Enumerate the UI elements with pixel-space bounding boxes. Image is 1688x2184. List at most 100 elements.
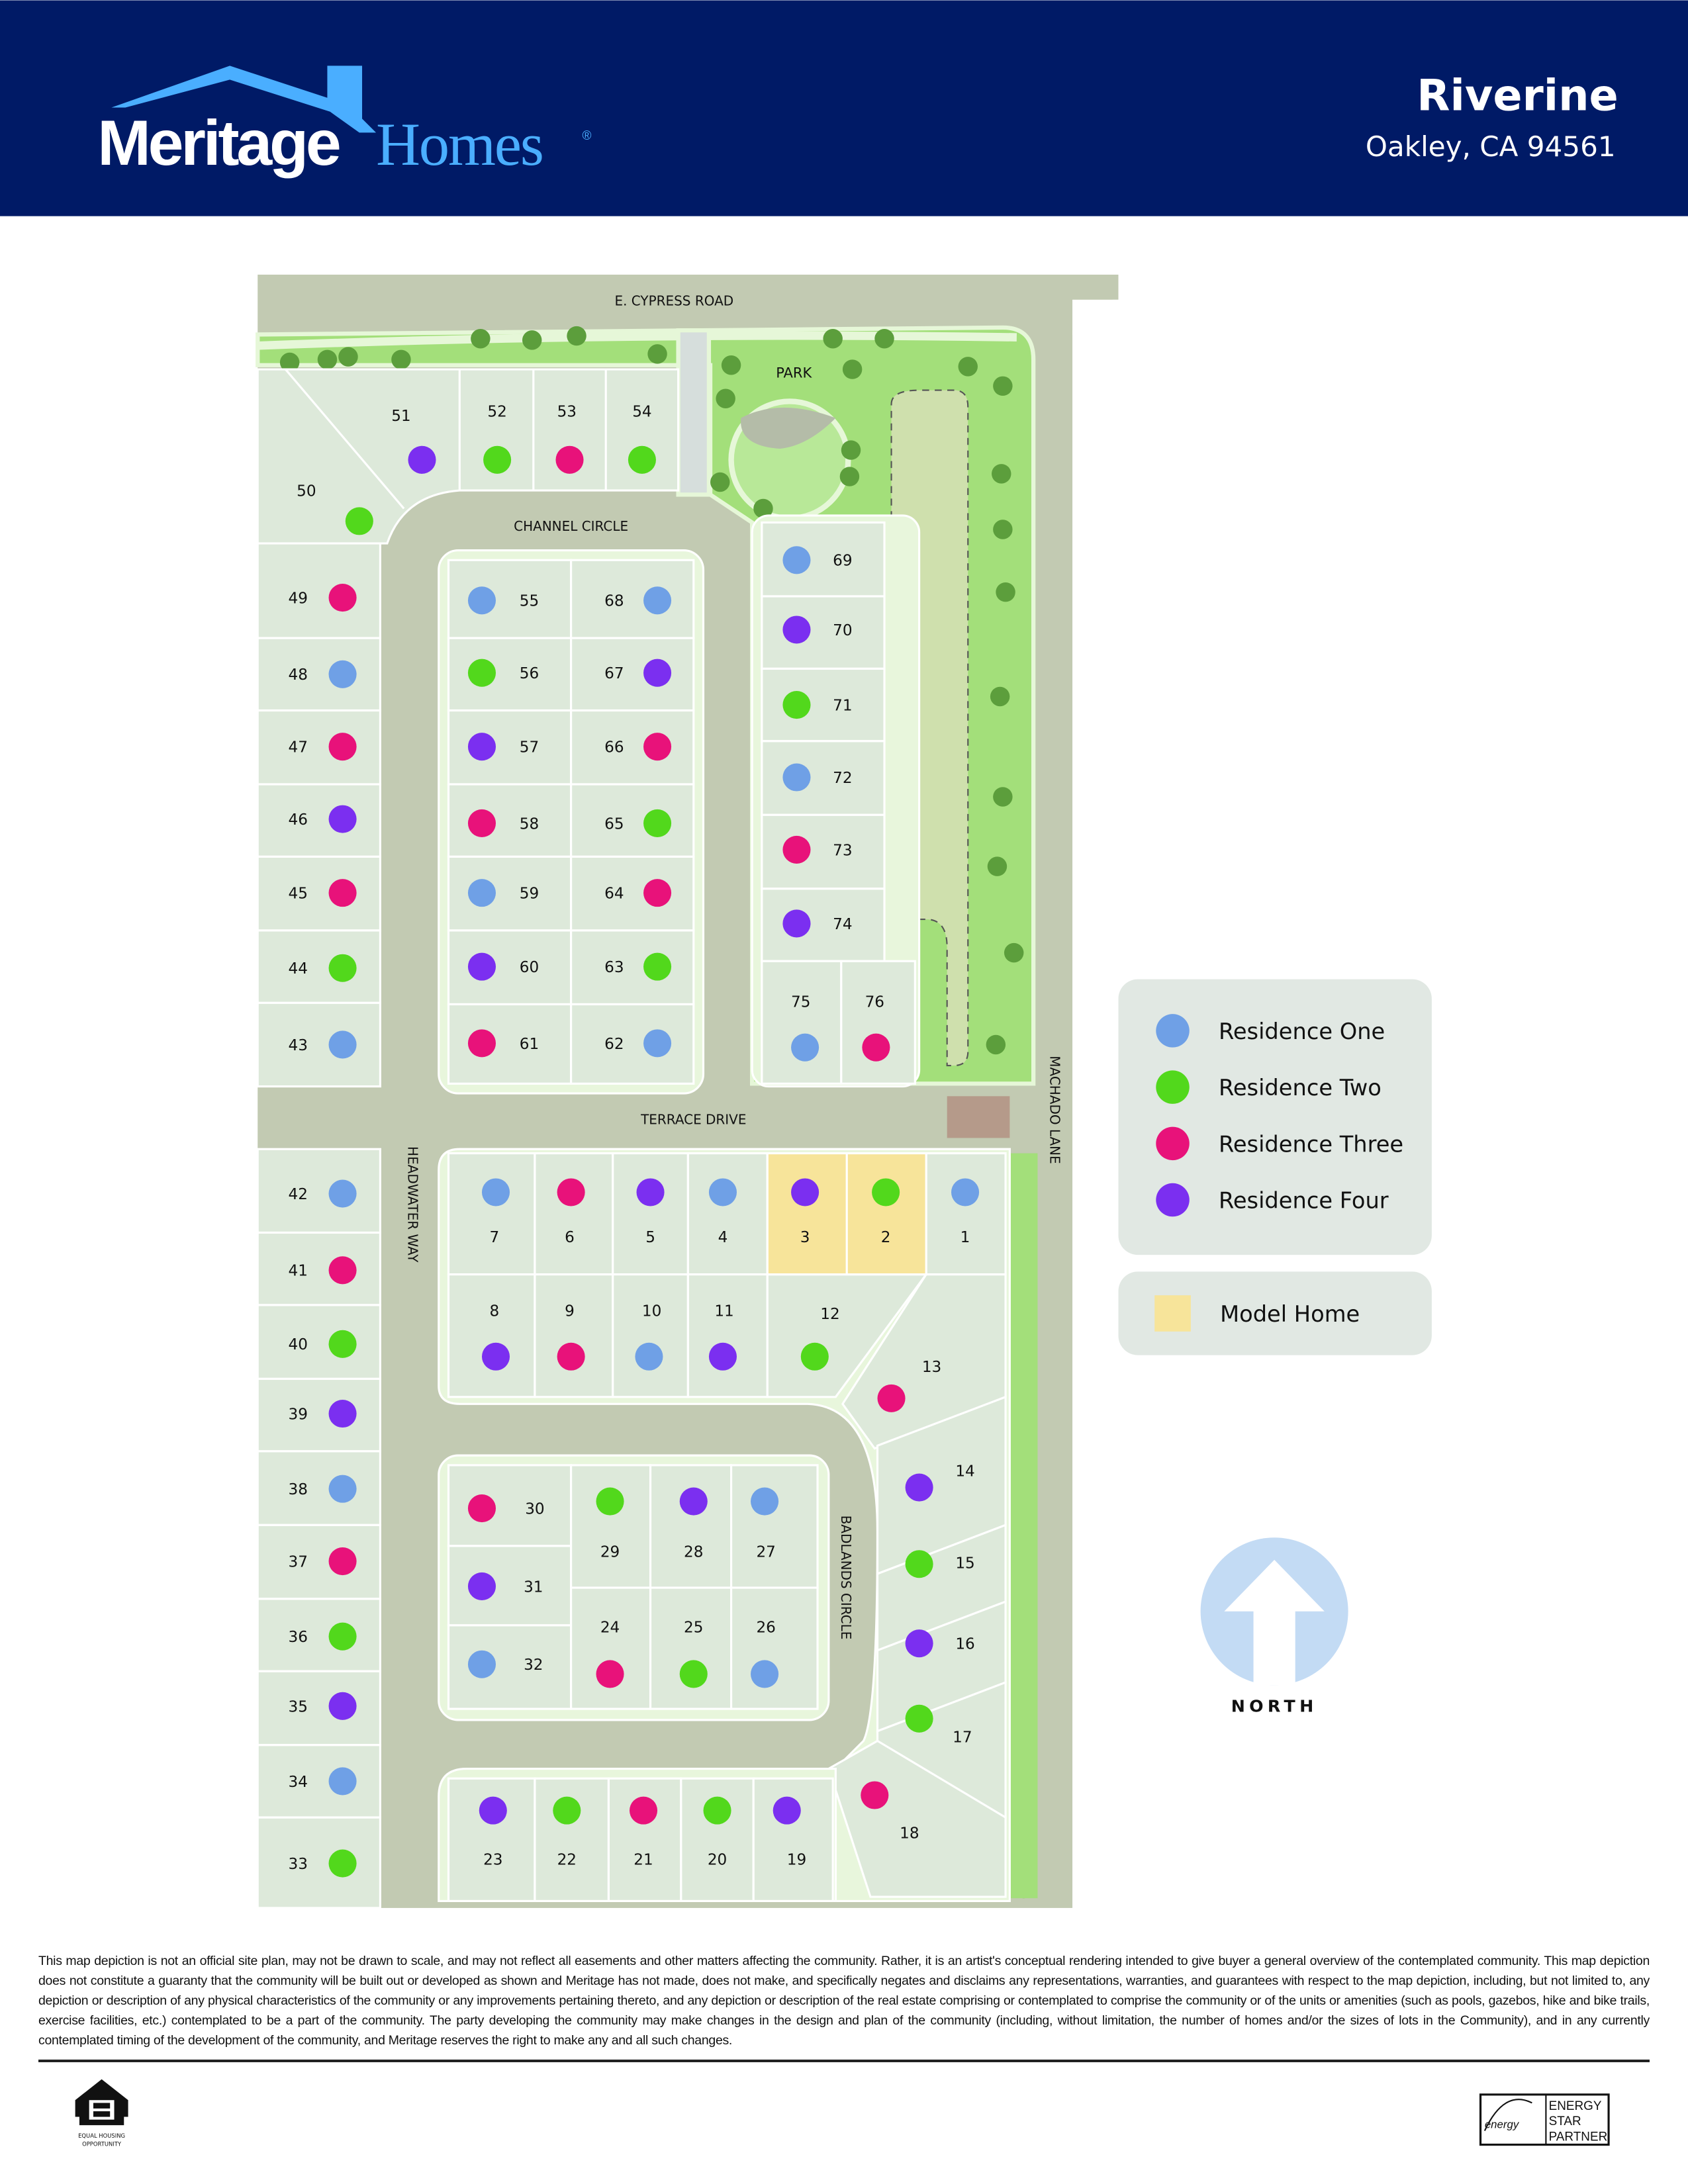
lot-marker-residence-two[interactable] — [328, 1622, 357, 1651]
lot-57[interactable]: 57 — [467, 733, 539, 761]
lot-marker-residence-two[interactable] — [328, 954, 357, 982]
lot-4[interactable]: 4 — [708, 1178, 737, 1246]
lot-marker-residence-four[interactable] — [905, 1473, 933, 1502]
lot-marker-residence-one[interactable] — [635, 1342, 663, 1371]
lot-marker-residence-two[interactable] — [800, 1342, 829, 1371]
lot-59[interactable]: 59 — [467, 879, 539, 907]
lot-marker-residence-one[interactable] — [708, 1178, 737, 1206]
lot-48[interactable]: 48 — [289, 660, 357, 688]
lot-marker-residence-three[interactable] — [877, 1384, 906, 1412]
lot-32[interactable]: 32 — [467, 1650, 543, 1678]
lot-marker-residence-three[interactable] — [557, 1178, 585, 1206]
lot-44[interactable]: 44 — [289, 954, 357, 982]
lot-marker-residence-two[interactable] — [628, 445, 656, 474]
lot-marker-residence-four[interactable] — [408, 445, 436, 474]
lot-marker-residence-three[interactable] — [643, 879, 672, 907]
lot-60[interactable]: 60 — [467, 952, 539, 981]
lot-marker-residence-two[interactable] — [905, 1704, 933, 1733]
lot-marker-residence-three[interactable] — [861, 1781, 889, 1809]
lot-69[interactable]: 69 — [782, 546, 853, 574]
lot-marker-residence-four[interactable] — [643, 659, 672, 687]
lot-29[interactable]: 29 — [596, 1487, 624, 1561]
lot-marker-residence-three[interactable] — [467, 1029, 496, 1058]
lot-marker-residence-four[interactable] — [791, 1178, 820, 1206]
lot-marker-residence-three[interactable] — [328, 733, 357, 761]
lot-35[interactable]: 35 — [289, 1692, 357, 1720]
lot-marker-residence-two[interactable] — [782, 691, 811, 719]
lot-13[interactable]: 13 — [877, 1359, 941, 1412]
lot-14[interactable]: 14 — [905, 1463, 975, 1502]
lot-50[interactable]: 50 — [297, 483, 373, 535]
lot-58[interactable]: 58 — [467, 809, 539, 837]
lot-49[interactable]: 49 — [289, 584, 357, 612]
lot-52[interactable]: 52 — [483, 404, 512, 474]
lot-76[interactable]: 76 — [862, 994, 890, 1062]
lot-marker-residence-one[interactable] — [643, 586, 672, 615]
lot-2[interactable]: 2 — [872, 1178, 900, 1246]
lot-62[interactable]: 62 — [604, 1029, 672, 1058]
lot-67[interactable]: 67 — [604, 659, 672, 687]
lot-marker-residence-four[interactable] — [328, 1399, 357, 1428]
lot-12[interactable]: 12 — [800, 1306, 840, 1371]
lot-40[interactable]: 40 — [289, 1330, 357, 1358]
lot-47[interactable]: 47 — [289, 733, 357, 761]
lot-51[interactable]: 51 — [391, 408, 436, 474]
lot-marker-residence-one[interactable] — [782, 546, 811, 574]
lot-18[interactable]: 18 — [861, 1781, 919, 1843]
lot-marker-residence-one[interactable] — [791, 1033, 820, 1062]
lot-marker-residence-three[interactable] — [557, 1342, 585, 1371]
lot-24[interactable]: 24 — [596, 1619, 624, 1688]
lot-marker-residence-two[interactable] — [679, 1660, 708, 1688]
lot-marker-residence-four[interactable] — [773, 1796, 801, 1825]
lot-marker-residence-three[interactable] — [643, 733, 672, 761]
lot-marker-residence-two[interactable] — [553, 1796, 581, 1825]
lot-marker-residence-one[interactable] — [328, 1767, 357, 1796]
lot-marker-residence-one[interactable] — [328, 660, 357, 688]
lot-26[interactable]: 26 — [751, 1619, 779, 1688]
lot-73[interactable]: 73 — [782, 835, 853, 864]
lot-9[interactable]: 9 — [557, 1303, 585, 1371]
lot-marker-residence-two[interactable] — [872, 1178, 900, 1206]
lot-marker-residence-three[interactable] — [555, 445, 584, 474]
lot-54[interactable]: 54 — [628, 404, 656, 474]
lot-3[interactable]: 3 — [791, 1178, 820, 1246]
lot-marker-residence-three[interactable] — [328, 1547, 357, 1576]
lot-marker-residence-three[interactable] — [467, 809, 496, 837]
lot-45[interactable]: 45 — [289, 879, 357, 907]
lot-marker-residence-one[interactable] — [751, 1487, 779, 1516]
lot-marker-residence-one[interactable] — [467, 1650, 496, 1678]
lot-marker-residence-four[interactable] — [905, 1629, 933, 1658]
lot-marker-residence-four[interactable] — [481, 1342, 510, 1371]
lot-marker-residence-four[interactable] — [636, 1178, 665, 1206]
lot-marker-residence-three[interactable] — [862, 1033, 890, 1062]
lot-65[interactable]: 65 — [604, 809, 672, 837]
lot-marker-residence-two[interactable] — [643, 952, 672, 981]
lot-68[interactable]: 68 — [604, 586, 672, 615]
lot-36[interactable]: 36 — [289, 1622, 357, 1651]
lot-8[interactable]: 8 — [481, 1303, 510, 1371]
lot-1[interactable]: 1 — [951, 1178, 980, 1246]
lot-marker-residence-four[interactable] — [467, 733, 496, 761]
lot-marker-residence-three[interactable] — [328, 879, 357, 907]
lot-marker-residence-three[interactable] — [328, 1256, 357, 1285]
lot-marker-residence-four[interactable] — [467, 952, 496, 981]
lot-15[interactable]: 15 — [905, 1550, 975, 1578]
lot-marker-residence-three[interactable] — [629, 1796, 658, 1825]
lot-55[interactable]: 55 — [467, 586, 539, 615]
lot-marker-residence-four[interactable] — [679, 1487, 708, 1516]
lot-63[interactable]: 63 — [604, 952, 672, 981]
lot-marker-residence-one[interactable] — [751, 1660, 779, 1688]
lot-marker-residence-one[interactable] — [328, 1475, 357, 1503]
lot-19[interactable]: 19 — [773, 1796, 806, 1869]
lot-marker-residence-two[interactable] — [905, 1550, 933, 1578]
lot-marker-residence-two[interactable] — [345, 507, 373, 535]
lot-6[interactable]: 6 — [557, 1178, 585, 1246]
lot-marker-residence-four[interactable] — [328, 805, 357, 833]
lot-marker-residence-two[interactable] — [596, 1487, 624, 1516]
lot-75[interactable]: 75 — [791, 994, 820, 1062]
lot-marker-residence-one[interactable] — [782, 763, 811, 792]
lot-43[interactable]: 43 — [289, 1030, 357, 1059]
lot-marker-residence-four[interactable] — [782, 615, 811, 644]
lot-71[interactable]: 71 — [782, 691, 853, 719]
lot-21[interactable]: 21 — [629, 1796, 658, 1869]
